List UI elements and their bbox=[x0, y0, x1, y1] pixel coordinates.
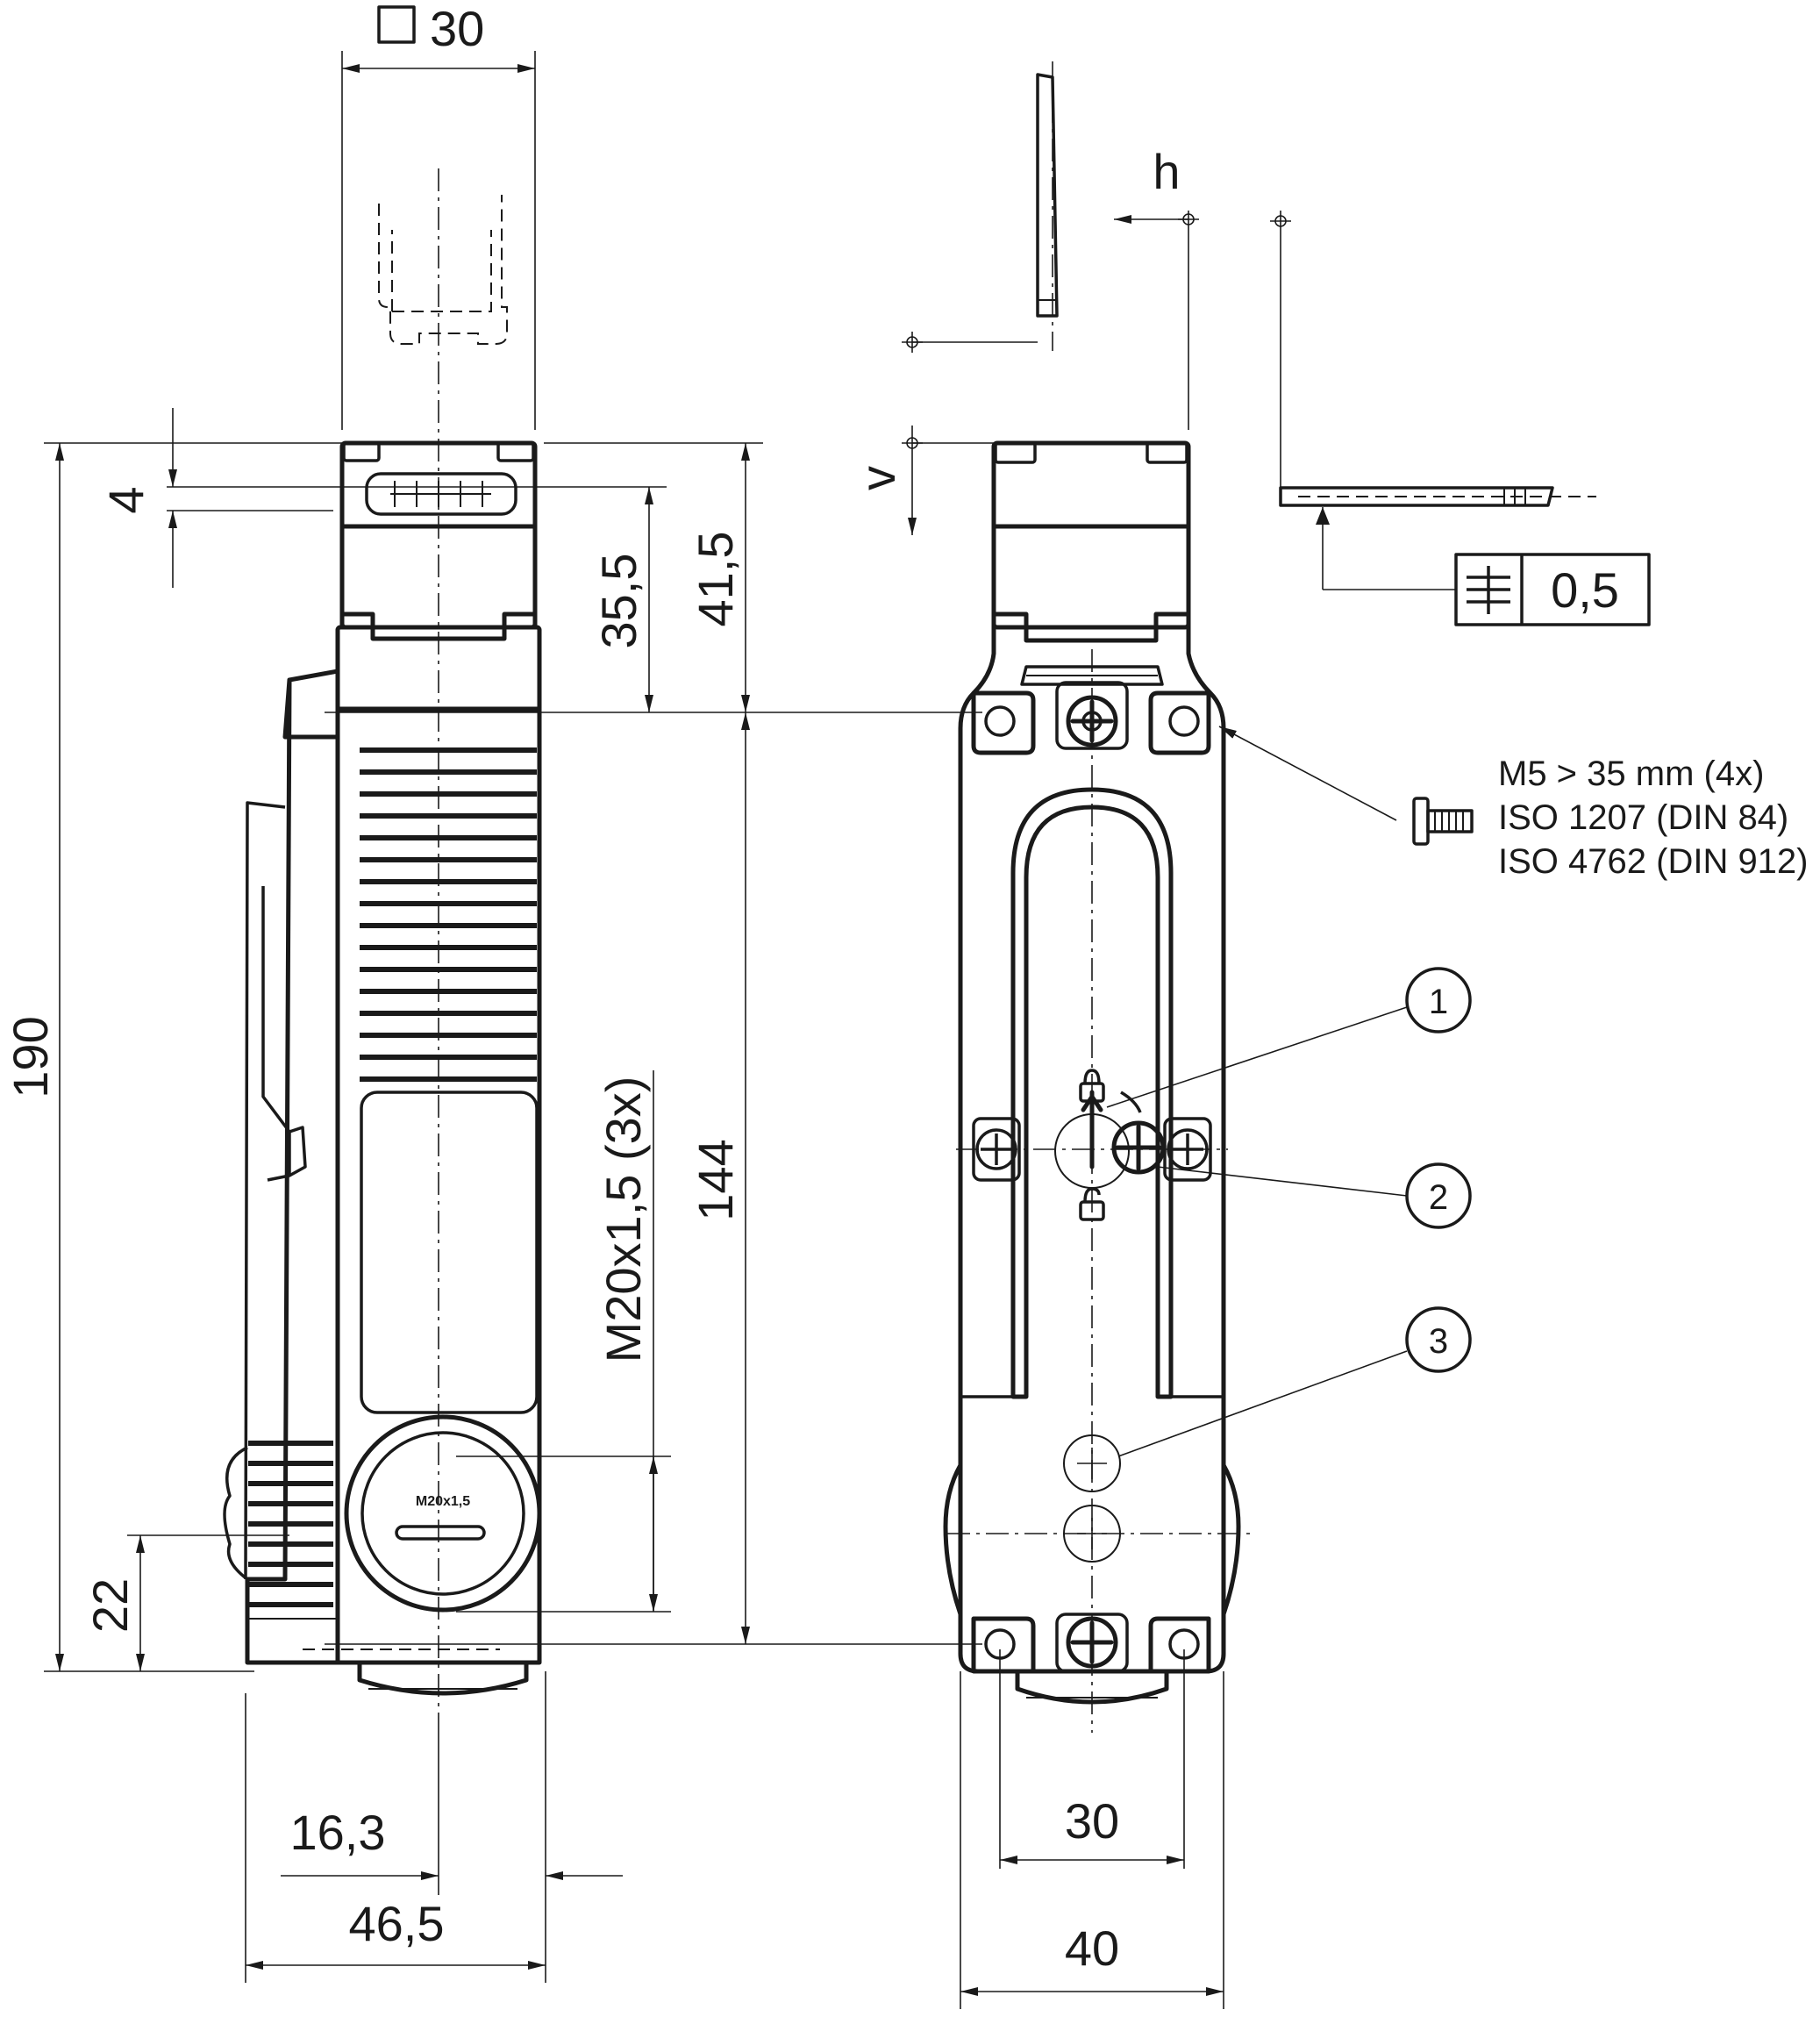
dim-width-46-5: 46,5 bbox=[349, 1896, 445, 1951]
dim-height-190: 190 bbox=[3, 1016, 58, 1098]
lower-fins bbox=[248, 1441, 333, 1607]
label-v: v bbox=[850, 466, 905, 490]
dim-top-width: 30 bbox=[430, 1, 484, 56]
dim-height-41-5: 41,5 bbox=[688, 532, 743, 627]
cap-label: M20x1,5 bbox=[416, 1494, 470, 1509]
dim-thread: M20x1,5 (3x) bbox=[596, 1076, 651, 1363]
screw-note-line1: M5 > 35 mm (4x) bbox=[1498, 755, 1764, 793]
front-view: h v 0,5 bbox=[850, 61, 1809, 2009]
label-h: h bbox=[1153, 144, 1180, 199]
dim-width-16-3: 16,3 bbox=[290, 1805, 386, 1860]
dim-height-35-5: 35,5 bbox=[591, 554, 646, 649]
square-symbol-icon bbox=[377, 5, 416, 44]
dim-height-144: 144 bbox=[688, 1139, 743, 1220]
cooling-fins bbox=[360, 747, 537, 1082]
screw-icon bbox=[1412, 797, 1474, 846]
screw-note-line2: ISO 1207 (DIN 84) bbox=[1498, 798, 1788, 837]
callout-2: 2 bbox=[1429, 1178, 1448, 1217]
dim-width-30-bottom: 30 bbox=[1065, 1793, 1119, 1849]
dim-height-22: 22 bbox=[82, 1578, 138, 1633]
flatness-value: 0,5 bbox=[1551, 562, 1619, 618]
flatness-tolerance-frame: 0,5 bbox=[1454, 553, 1651, 626]
callout-1: 1 bbox=[1429, 983, 1448, 1021]
flatness-symbol-icon bbox=[1467, 566, 1510, 614]
callout-3: 3 bbox=[1429, 1322, 1448, 1361]
screw-note-line3: ISO 4762 (DIN 912) bbox=[1498, 842, 1809, 881]
side-view: 30 bbox=[3, 1, 982, 1983]
dim-width-40: 40 bbox=[1065, 1920, 1119, 1976]
dim-height-4: 4 bbox=[98, 486, 153, 513]
